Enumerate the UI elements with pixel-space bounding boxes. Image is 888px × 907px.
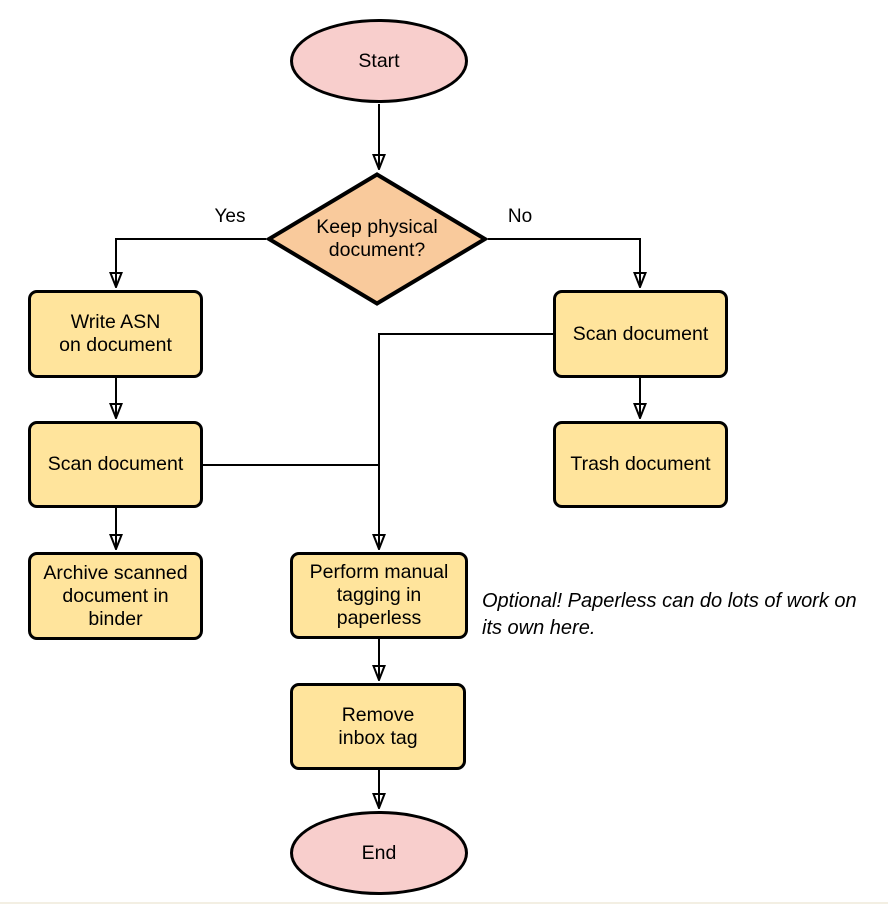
- archive-label-line1: Archive scanned: [43, 561, 188, 584]
- end-label: End: [361, 841, 397, 864]
- start-label: Start: [358, 49, 400, 72]
- archive-label: Archive scanned document in binder: [43, 562, 187, 631]
- manual-tagging-label: Perform manual tagging in paperless: [310, 561, 449, 630]
- decision-label-line2: document?: [328, 239, 426, 261]
- trash-document-label: Trash document: [570, 453, 711, 475]
- write-asn-label-line2: on document: [59, 334, 172, 356]
- scan-document-left-label: Scan document: [47, 453, 184, 475]
- decision-label-line1: Keep physical: [316, 216, 438, 238]
- write-asn-label: Write ASN on document: [59, 311, 172, 357]
- scan-document-right-node: Scan document: [553, 290, 728, 378]
- manual-tagging-label-line3: paperless: [336, 607, 422, 629]
- edge-scan-right-to-tagging: [379, 333, 553, 548]
- edge-decision-yes-to-write-asn: [116, 238, 266, 286]
- optional-annotation-line1: Optional! Paperless can do lots of work …: [482, 590, 857, 612]
- diamond-shape: [266, 172, 488, 306]
- remove-inbox-tag-label: Remove inbox tag: [338, 704, 417, 750]
- manual-tagging-node: Perform manual tagging in paperless: [290, 552, 468, 639]
- write-asn-node: Write ASN on document: [28, 290, 203, 378]
- remove-inbox-tag-label-line2: inbox tag: [338, 726, 418, 749]
- trash-document-node: Trash document: [553, 421, 728, 508]
- scan-document-right-label: Scan document: [572, 322, 709, 345]
- decision-keep-physical-document: Keep physical document?: [266, 172, 488, 306]
- remove-inbox-tag-node: Remove inbox tag: [290, 683, 466, 770]
- edge-decision-no-to-scan-right: [488, 238, 640, 286]
- bottom-divider: [0, 902, 888, 904]
- scan-document-left-node: Scan document: [28, 421, 203, 508]
- archive-label-line3: binder: [88, 607, 143, 630]
- remove-inbox-tag-label-line1: Remove: [341, 703, 415, 726]
- manual-tagging-label-line2: tagging in: [336, 584, 422, 606]
- decision-label: Keep physical document?: [316, 216, 437, 262]
- archive-node: Archive scanned document in binder: [28, 552, 203, 640]
- end-node: End: [290, 811, 468, 895]
- start-node: Start: [290, 19, 468, 103]
- optional-annotation-line2: its own here.: [482, 616, 596, 639]
- manual-tagging-label-line1: Perform manual: [309, 561, 449, 583]
- edge-label-no: No: [507, 206, 533, 227]
- write-asn-label-line1: Write ASN: [70, 311, 161, 333]
- optional-annotation: Optional! Paperless can do lots of work …: [482, 588, 888, 641]
- edge-label-yes: Yes: [214, 206, 246, 227]
- archive-label-line2: document in: [62, 584, 169, 607]
